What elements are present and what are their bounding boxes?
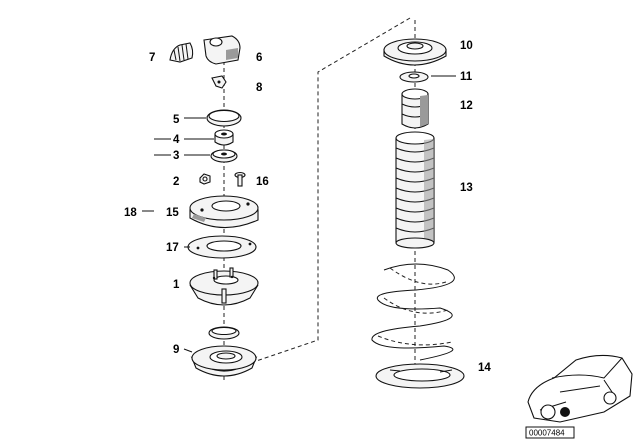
label-12: 12 xyxy=(460,100,473,112)
part-10-support-bearing xyxy=(383,38,447,66)
label-1: 1 xyxy=(173,279,180,291)
label-18: 18 xyxy=(124,207,137,219)
reference-code: 00007484 xyxy=(529,429,565,438)
label-17: 17 xyxy=(166,242,179,254)
label-10: 10 xyxy=(460,40,473,52)
part-11-washer xyxy=(399,71,429,83)
part-9-seal xyxy=(208,326,240,340)
label-3: 3 xyxy=(173,150,179,162)
part-12-bump-stop xyxy=(401,88,429,129)
part-6-mount-cap xyxy=(203,35,241,65)
label-4: 4 xyxy=(173,134,180,146)
label-7: 7 xyxy=(149,52,155,64)
part-13-bellows xyxy=(395,131,435,249)
part-1-strut-mount xyxy=(189,267,259,306)
assembly-axis-lines xyxy=(223,17,416,380)
callout-labels: 7 6 8 5 4 3 2 16 18 15 17 1 9 10 11 12 1… xyxy=(124,40,491,374)
leader-lines xyxy=(142,75,456,353)
label-5: 5 xyxy=(173,114,180,126)
part-15-mount-plate xyxy=(189,195,259,229)
label-6: 6 xyxy=(256,52,262,64)
part-7-boot xyxy=(169,42,194,63)
part-17-gasket xyxy=(187,235,257,259)
label-14: 14 xyxy=(478,362,491,374)
label-9: 9 xyxy=(173,344,179,356)
label-15: 15 xyxy=(166,207,179,219)
coil-spring xyxy=(371,263,455,361)
label-16: 16 xyxy=(256,176,269,188)
part-5-cap xyxy=(206,109,242,127)
part-14-spring-pad xyxy=(375,363,465,389)
lower-spring-seat xyxy=(190,345,258,377)
part-3-washer xyxy=(210,149,238,163)
label-11: 11 xyxy=(460,71,473,83)
label-8: 8 xyxy=(256,82,263,94)
part-16-bolt xyxy=(234,171,246,187)
part-4-bushing xyxy=(214,129,234,146)
part-8-clip xyxy=(211,75,227,89)
label-2: 2 xyxy=(173,176,179,188)
part-2-nut xyxy=(199,173,211,185)
reference-code-box: 00007484 xyxy=(525,426,575,439)
label-13: 13 xyxy=(460,182,473,194)
vehicle-thumbnail xyxy=(527,354,633,423)
